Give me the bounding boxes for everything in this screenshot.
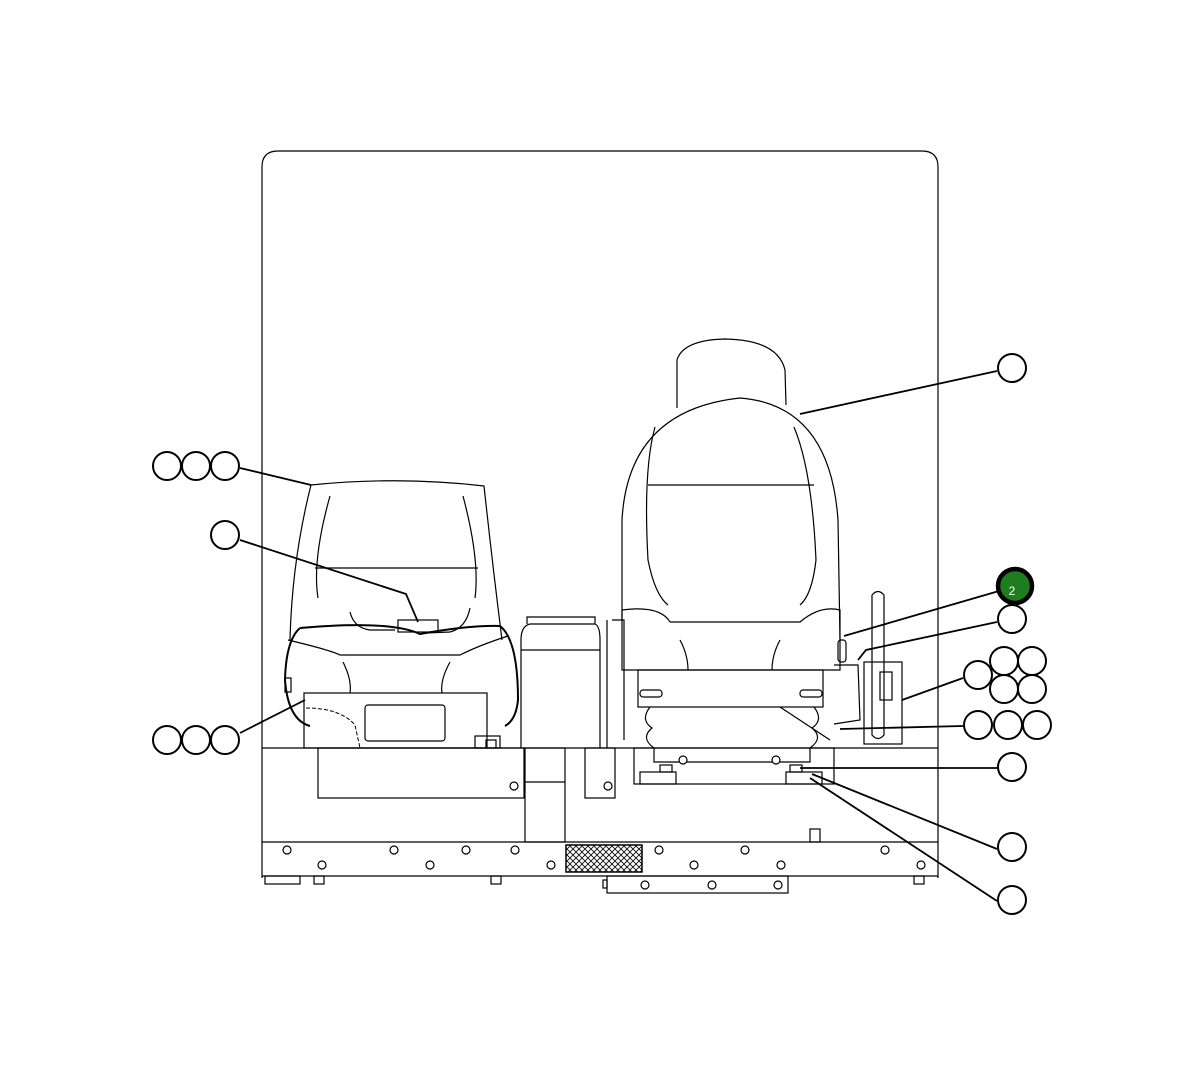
passenger-seat	[283, 480, 520, 749]
callout-lever-group-a[interactable]	[963, 660, 993, 690]
base-frame	[262, 747, 938, 894]
callout-lever-group-c[interactable]	[1017, 646, 1047, 676]
callout-suspension-c[interactable]	[1022, 710, 1052, 740]
callout-passenger-cushion-b[interactable]	[181, 725, 211, 755]
callout-operator-seat[interactable]	[997, 353, 1027, 383]
callout-seat-belt-buckle[interactable]	[210, 520, 240, 550]
callout-mount-nut[interactable]	[997, 832, 1027, 862]
operator-seat	[621, 338, 841, 785]
callout-active-part[interactable]: 2	[995, 566, 1035, 606]
cab-outline	[261, 150, 939, 878]
callout-lever-group-b[interactable]	[989, 646, 1019, 676]
callout-passenger-seat-back-b[interactable]	[181, 451, 211, 481]
callout-mount-bolt[interactable]	[997, 752, 1027, 782]
hatched-block	[565, 844, 643, 873]
callout-lever-group-e[interactable]	[1017, 674, 1047, 704]
center-console	[520, 616, 625, 748]
callout-side-bracket[interactable]	[997, 604, 1027, 634]
callout-mount-washer[interactable]	[997, 885, 1027, 915]
callout-passenger-cushion-a[interactable]	[152, 725, 182, 755]
callout-lever-group-d[interactable]	[989, 674, 1019, 704]
leader-lines	[239, 370, 1000, 902]
side-lever-assembly	[833, 590, 903, 745]
callout-passenger-seat-back-a[interactable]	[152, 451, 182, 481]
callout-passenger-cushion-c[interactable]	[210, 725, 240, 755]
callout-suspension-a[interactable]	[963, 710, 993, 740]
callout-active-label: 2	[1009, 584, 1016, 598]
callout-suspension-b[interactable]	[993, 710, 1023, 740]
callouts: 2	[152, 353, 1052, 915]
callout-passenger-seat-back-c[interactable]	[210, 451, 240, 481]
